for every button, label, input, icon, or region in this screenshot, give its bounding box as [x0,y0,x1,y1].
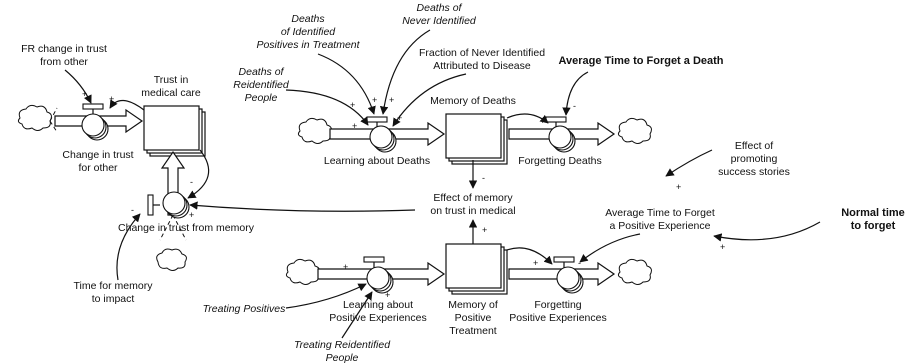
flow-learning-positive-label-2: Positive Experiences [329,312,426,324]
link-trust-to-change-memory [187,149,210,199]
source-cloud-trust [17,104,52,131]
polarity-plus: + [343,262,348,272]
sink-cloud-trust [156,248,187,271]
stock-trust-in-medical-care [143,105,206,157]
fraction-never-label-2: Attributed to Disease [433,60,531,72]
deaths-never-label-2: Never Identified [402,15,477,27]
treating-reidentified-label-2: People [326,352,359,364]
polarity-plus: + [389,95,394,105]
polarity-minus: - [190,177,193,187]
valve-learning-deaths [366,116,397,153]
time-memory-label-2: to impact [92,293,135,305]
deaths-reidentified-label-3: People [245,92,278,104]
polarity-plus: + [482,225,487,235]
time-memory-label-1: Time for memory [74,280,154,292]
source-cloud-positive [285,258,320,285]
polarity-minus: - [482,173,485,183]
link-avg-forget-positive [579,233,641,263]
effect-memory-label-1: Effect of memory [433,192,513,204]
polarity-plus: + [533,258,538,268]
normal-time-label-1: Normal time [841,207,905,219]
stock-memory-of-deaths [445,113,508,165]
stock-memory-positive-label-1: Memory of [448,299,498,311]
polarity-plus: + [350,100,355,110]
sink-cloud-deaths [617,117,652,144]
stock-memory-positive-label-3: Treatment [449,325,497,337]
stock-trust-label-2: medical care [141,87,201,99]
deaths-identified-label-2: of Identified [281,26,336,38]
polarity-plus: + [385,290,390,300]
source-cloud-deaths [297,117,332,144]
link-memory-positive-to-forgetting [506,247,553,265]
link-fr-to-change-other [64,69,92,104]
polarity-minus: - [573,101,576,111]
stock-memory-of-positive-treatment [445,243,508,295]
flow-forgetting-deaths-label: Forgetting Deaths [518,155,601,167]
stock-memory-deaths-label: Memory of Deaths [430,95,516,107]
polarity-plus: + [540,116,545,126]
link-fraction-never [392,73,467,127]
fr-change-label-1: FR change in trust [21,43,107,55]
treating-reidentified-label-1: Treating Reidentified [294,339,391,351]
valve-learning-positive [363,256,394,294]
polarity-plus: + [720,242,725,252]
flow-change-other-label-2: for other [78,162,118,174]
polarity-plus: + [189,210,194,220]
flow-change-memory-label: Change in trust from memory [118,222,255,234]
inflow-dashed-trust [49,107,58,122]
sink-cloud-positive [617,258,652,285]
avg-forget-positive-label-1: Average Time to Forget [605,207,715,219]
effect-promoting-label-1: Effect of [735,140,773,152]
avg-forget-positive-label-2: a Positive Experience [610,220,711,232]
link-deaths-never [379,29,431,115]
link-memory-deaths-to-forgetting [506,113,549,124]
polarity-plus: + [82,89,87,99]
fraction-never-label-1: Fraction of Never Identified [419,47,545,59]
valve-change-other [81,103,109,141]
link-time-to-change-memory [116,213,141,281]
valve-forgetting-positive [553,256,584,294]
stock-trust-label-1: Trust in [154,74,189,86]
polarity-plus: + [372,95,377,105]
flow-change-other-label-1: Change in trust [62,149,133,161]
valve-change-memory [147,191,190,219]
stock-memory-positive-label-2: Positive [455,312,492,324]
treating-positives-label: Treating Positives [203,303,286,315]
flow-forgetting-positive-label-1: Forgetting [534,299,581,311]
link-trust-to-change-other [109,99,145,111]
link-effect-promoting [665,149,713,177]
deaths-reidentified-label-2: Reidentified [233,79,290,91]
deaths-reidentified-label-1: Deaths of [239,66,285,78]
polarity-plus: + [109,94,114,104]
link-treating-reidentified [341,291,373,339]
deaths-never-label-1: Deaths of [417,2,463,14]
avg-forget-death-label: Average Time to Forget a Death [558,55,723,67]
polarity-minus: - [578,258,581,268]
flow-forgetting-positive-label-2: Positive Experiences [509,312,606,324]
polarity-signs: + + - + - + + + + + + - - + + + + - + + [82,89,725,300]
link-effect-to-change-memory [189,201,416,212]
flow-learning-positive-label-1: Learning about [343,299,413,311]
valve-forgetting-deaths [545,116,576,153]
deaths-identified-label-1: Deaths [291,13,325,25]
fr-change-label-2: from other [40,56,88,68]
effect-promoting-label-2: promoting [731,153,778,165]
link-deaths-reidentified [285,89,369,126]
normal-time-label-2: to forget [851,220,896,232]
effect-promoting-label-3: success stories [718,166,790,178]
polarity-minus: - [131,205,134,215]
link-normal-time [713,221,821,242]
link-avg-forget-death [562,71,589,116]
deaths-identified-label-3: Positives in Treatment [256,39,360,51]
polarity-plus: + [397,113,402,123]
link-treating-positives [285,283,367,309]
link-deaths-identified [317,53,376,115]
polarity-plus: + [676,182,681,192]
polarity-plus: + [352,121,357,131]
effect-memory-label-2: on trust in medical [430,205,515,217]
flow-learning-deaths-label: Learning about Deaths [324,155,430,167]
